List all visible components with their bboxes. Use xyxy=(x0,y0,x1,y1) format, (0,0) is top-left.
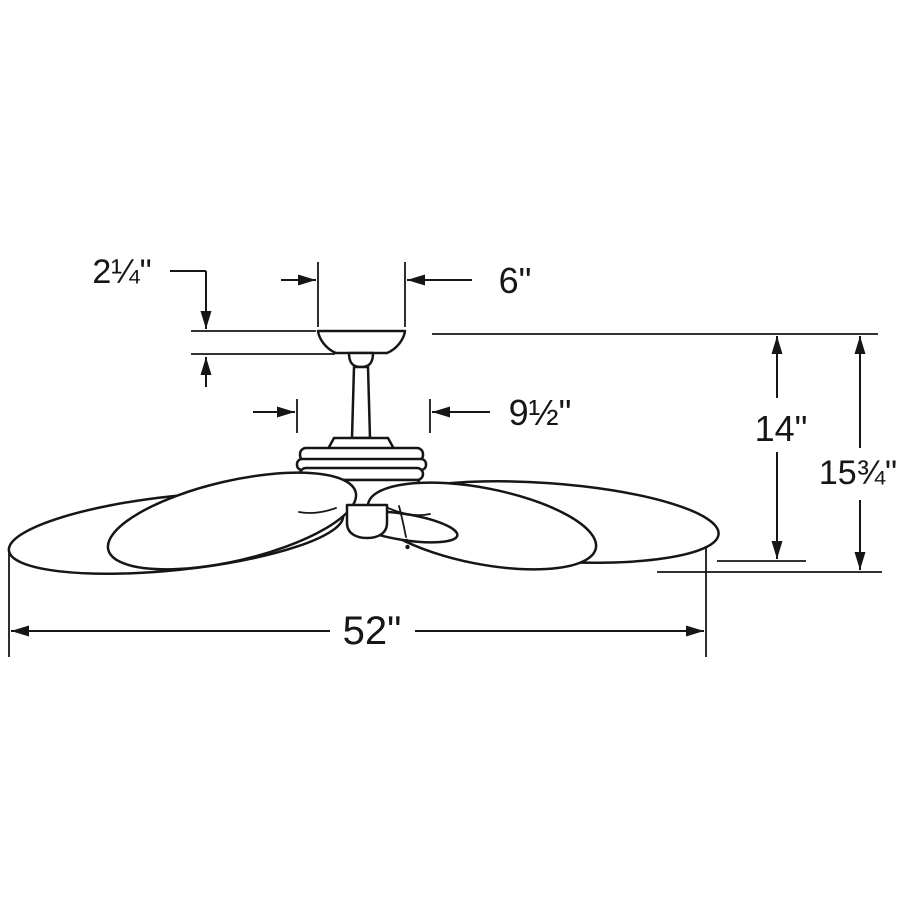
blade-iron-right xyxy=(387,507,431,517)
ball-joint xyxy=(347,351,375,369)
dim-total-height-label: 15¾" xyxy=(819,454,897,492)
dim-canopy-height-label: 2¼" xyxy=(92,253,151,291)
canopy xyxy=(316,329,407,355)
switch-housing xyxy=(345,503,389,540)
dim-blade-sweep-label: 52" xyxy=(343,609,402,653)
pull-chain-bead xyxy=(404,538,409,544)
downrod xyxy=(350,365,372,440)
dim-body-height: 14" xyxy=(432,333,878,562)
pull-chain-bead xyxy=(405,544,410,550)
dim-canopy-width-label: 6" xyxy=(499,260,532,301)
dim-blade-sweep: 52" xyxy=(8,547,707,657)
dim-canopy-height: 2¼" xyxy=(92,253,335,387)
dim-motor-width-label: 9½" xyxy=(509,392,572,433)
pull-chain xyxy=(398,505,407,538)
blade-iron-left xyxy=(298,507,337,514)
dim-total-height: 15¾" xyxy=(657,336,897,573)
dim-motor-width: 9½" xyxy=(253,392,571,433)
dim-body-height-label: 14" xyxy=(755,408,808,449)
dimension-annotations: 2¼" 6" 9½" 14" xyxy=(8,253,897,657)
fan-drawing xyxy=(7,329,720,576)
dim-canopy-width: 6" xyxy=(281,260,531,327)
blade-left-inner xyxy=(106,471,358,571)
